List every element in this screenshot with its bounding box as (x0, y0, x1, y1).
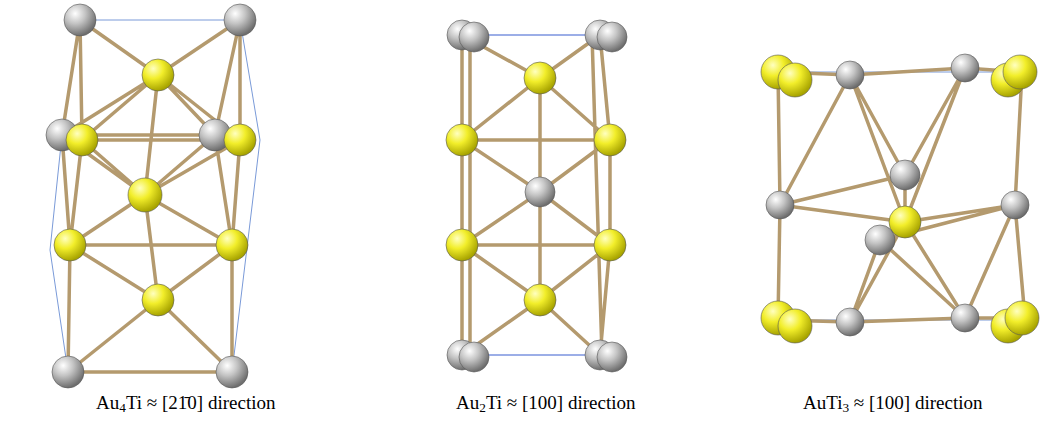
auti3-structure (761, 54, 1039, 343)
structure-caption: Au4Ti ≈ [21̄0] direction (96, 392, 275, 415)
structure-caption: Au2Ti ≈ [100] direction (456, 392, 635, 415)
structure-caption: AuTi3 ≈ [100] direction (803, 392, 982, 415)
au4ti-structure (46, 4, 260, 388)
au2ti-structure (446, 20, 627, 372)
